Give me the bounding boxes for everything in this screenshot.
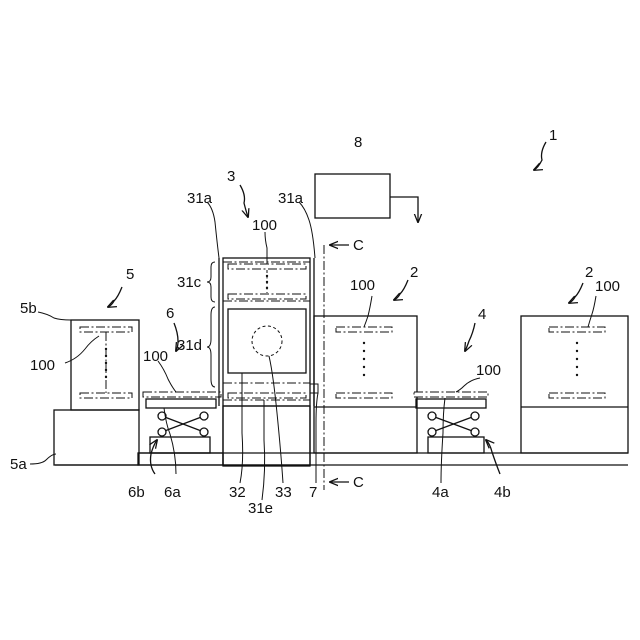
store-2-right bbox=[521, 316, 628, 453]
store-2-left bbox=[314, 316, 417, 453]
label-100-store-a: 100 bbox=[350, 277, 375, 294]
label-5: 5 bbox=[126, 266, 134, 283]
label-4a: 4a bbox=[432, 484, 449, 501]
station-5a-base bbox=[54, 410, 139, 465]
label-5b: 5b bbox=[20, 300, 37, 317]
label-1: 1 bbox=[549, 127, 557, 144]
label-6: 6 bbox=[166, 305, 174, 322]
label-100-station5: 100 bbox=[30, 357, 55, 374]
label-100-robot6: 100 bbox=[143, 348, 168, 365]
robot-4 bbox=[414, 392, 488, 453]
label-6b: 6b bbox=[128, 484, 145, 501]
label-32: 32 bbox=[229, 484, 246, 501]
label-100-unit3: 100 bbox=[252, 217, 277, 234]
label-31a-right: 31a bbox=[278, 190, 304, 207]
label-c-bottom: C bbox=[353, 474, 364, 491]
label-c-top: C bbox=[353, 237, 364, 254]
label-2-left: 2 bbox=[410, 264, 418, 281]
label-33: 33 bbox=[275, 484, 292, 501]
label-7: 7 bbox=[309, 484, 317, 501]
label-31d: 31d bbox=[177, 337, 202, 354]
controller-8 bbox=[315, 174, 418, 222]
unit-3 bbox=[207, 258, 318, 466]
label-6a: 6a bbox=[164, 484, 181, 501]
unit-3-chamber bbox=[228, 309, 306, 373]
label-31a-left: 31a bbox=[187, 190, 213, 207]
unit-3-base bbox=[223, 406, 310, 465]
label-8: 8 bbox=[354, 134, 362, 151]
label-5a: 5a bbox=[10, 456, 27, 473]
label-100-robot4: 100 bbox=[476, 362, 501, 379]
label-100-store-b: 100 bbox=[595, 278, 620, 295]
label-3: 3 bbox=[227, 168, 235, 185]
label-31c: 31c bbox=[177, 274, 202, 291]
label-4: 4 bbox=[478, 306, 486, 323]
label-2-right: 2 bbox=[585, 264, 593, 281]
label-4b: 4b bbox=[494, 484, 511, 501]
label-31e: 31e bbox=[248, 500, 273, 517]
station-5 bbox=[54, 320, 139, 465]
leader-lines bbox=[30, 142, 596, 500]
